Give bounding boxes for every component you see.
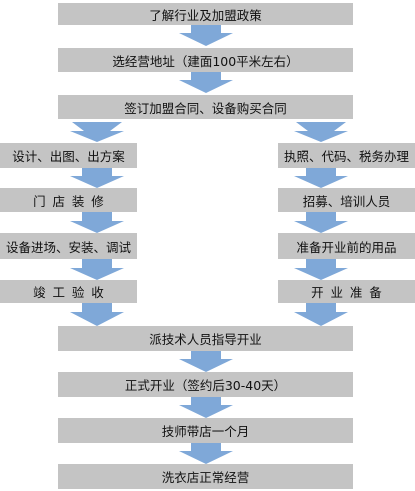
step-opening-prep: 开业准备 <box>278 280 415 303</box>
arrow-right-1 <box>294 168 348 188</box>
step-choose-location: 选经营地址（建面100平米左右） <box>58 48 353 72</box>
step-equipment-install: 设备进场、安装、调试 <box>0 233 137 259</box>
step-sign-contracts: 签订加盟合同、设备购买合同 <box>58 95 353 119</box>
arrow-down-4 <box>179 397 233 418</box>
step-store-decoration: 门店装修 <box>0 188 137 212</box>
step-send-technicians: 派技术人员指导开业 <box>58 326 353 351</box>
arrow-down-3 <box>179 351 233 372</box>
arrow-merge-right <box>294 303 348 326</box>
step-official-opening: 正式开业（签约后30-40天） <box>58 372 353 397</box>
arrow-split-left <box>70 122 124 142</box>
step-completion-acceptance: 竣工验收 <box>0 280 137 303</box>
arrow-down-1 <box>179 25 233 46</box>
arrow-split-right <box>294 122 348 142</box>
step-recruit-train: 招募、培训人员 <box>278 188 415 212</box>
arrow-down-2 <box>179 72 233 93</box>
step-license-tax: 执照、代码、税务办理 <box>278 143 415 168</box>
step-design: 设计、出图、出方案 <box>0 143 137 168</box>
arrow-merge-left <box>70 303 124 326</box>
step-prepare-supplies: 准备开业前的用品 <box>278 233 415 259</box>
arrow-left-1 <box>70 168 124 188</box>
arrow-left-3 <box>70 259 124 280</box>
arrow-left-2 <box>70 212 124 233</box>
step-normal-operation: 洗衣店正常经营 <box>58 464 353 489</box>
step-technician-month: 技师带店一个月 <box>58 418 353 443</box>
arrow-down-5 <box>179 443 233 464</box>
arrow-right-2 <box>294 212 348 233</box>
step-learn-policy: 了解行业及加盟政策 <box>58 3 353 25</box>
arrow-right-3 <box>294 259 348 280</box>
